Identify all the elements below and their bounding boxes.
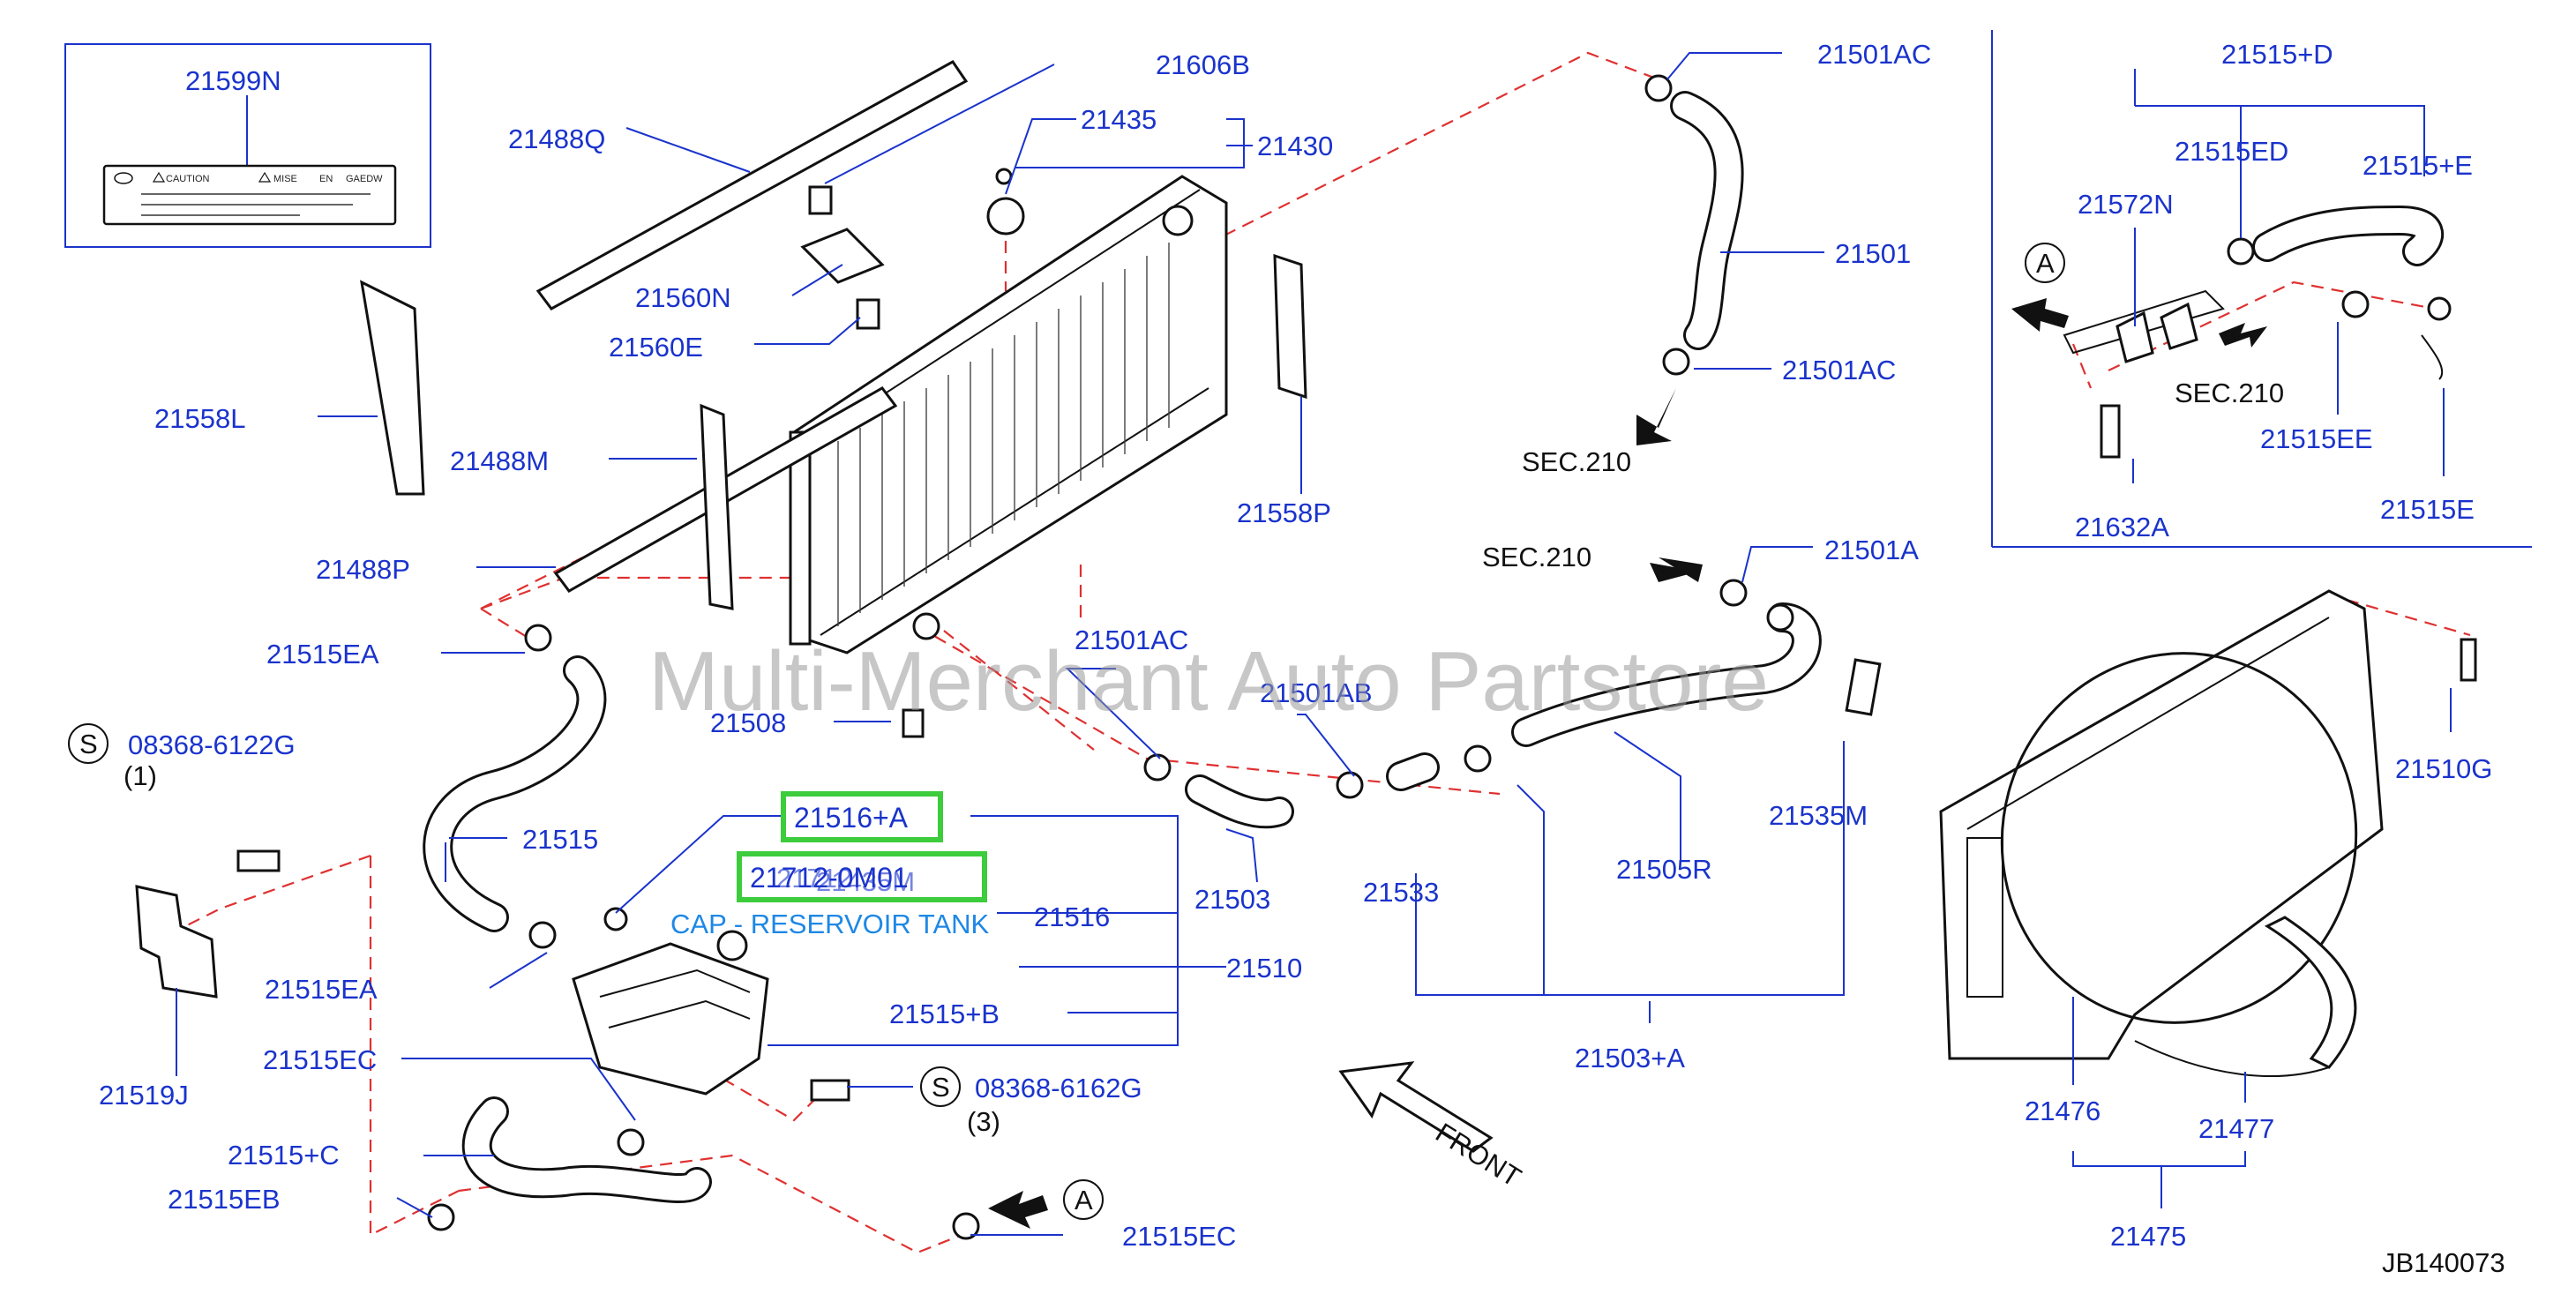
leader-lines [176,52,2452,1236]
reservoir-cap-caption: CAP - RESERVOIR TANK [670,909,990,939]
label-21501AC-low: 21501AC [1075,625,1188,655]
label-21488M: 21488M [450,445,549,476]
label-21515EA-low: 21515EA [265,974,378,1005]
label-21515EE: 21515EE [2260,423,2373,454]
highlight-label-21516A: 21516+A [794,802,909,834]
label-21519J: 21519J [99,1080,189,1111]
label-21515C: 21515+C [228,1140,340,1171]
label-21515ED: 21515ED [2175,136,2288,167]
highlight-box-21712 [737,851,987,902]
plate-caution-text: CAUTION [166,174,210,184]
label-21572N: 21572N [2078,189,2174,220]
label-21515E: 21515E [2380,494,2475,525]
hose-inset-panel [1991,30,2532,548]
label-front: FRONT [1430,1117,1526,1193]
mounting-bracket [135,885,218,999]
label-21508: 21508 [710,707,786,738]
part-labels: 21606B 21488Q 21435 21430 21560N 21560E … [99,39,2505,1278]
inset-hoses [2063,206,2444,459]
plate-mise-text: MISE [273,174,297,184]
label-21558P: 21558P [1237,497,1331,528]
label-21435: 21435 [1081,104,1157,135]
label-21712: 21712 [776,863,852,894]
radiator-cap-and-brackets [800,168,1025,738]
label-21477: 21477 [2198,1113,2274,1144]
highlight-label-21712: 21712-0M01 [750,862,909,894]
circle-a-bottom: A [1075,1185,1093,1216]
plate-en-text: EN [319,174,333,184]
label-21501AC-top: 21501AC [1817,39,1931,70]
label-21535M: 21535M [1769,800,1868,831]
label-21606B: 21606B [1156,49,1250,80]
label-21515EA-top: 21515EA [266,639,379,669]
radiator-seals [360,60,1307,610]
label-sec210-left: SEC.210 [1482,542,1591,572]
label-21488Q: 21488Q [508,123,605,154]
circle-markers: A A S S [68,243,2065,1220]
label-21515EC-mid: 21515EC [263,1044,377,1075]
label-21510: 21510 [1226,953,1302,984]
highlighted-parts: 21516+A 21712-0M01 21712 21435M CAP - RE… [670,791,990,939]
label-qty-1: (1) [124,760,157,791]
label-21501: 21501 [1835,238,1911,269]
direction-arrows [988,298,2267,1229]
label-21503: 21503 [1194,884,1270,915]
label-21510G: 21510G [2395,753,2492,784]
label-21430: 21430 [1257,131,1333,161]
circle-a-inset: A [2036,248,2055,279]
label-21505R: 21505R [1616,854,1712,885]
label-21435M: 21435M [816,866,915,897]
label-21560N: 21560N [635,282,731,313]
label-21516: 21516 [1034,901,1110,932]
label-21515E-plus: 21515+E [2363,150,2473,181]
label-qty-3: (3) [967,1106,1000,1137]
highlight-box-21516A [781,791,943,842]
label-21560E: 21560E [609,332,703,363]
reservoir-tank [236,849,850,1102]
label-21515D: 21515+D [2221,39,2333,70]
label-21599N: 21599N [185,65,281,96]
label-21533: 21533 [1363,877,1439,908]
label-plate-panel: CAUTION MISE EN GAEDW 21599N [64,43,431,248]
label-21558L: 21558L [154,403,245,434]
plate-gaedw-text: GAEDW [346,174,383,184]
label-21501A: 21501A [1824,535,1919,565]
label-21501AB: 21501AB [1260,677,1373,708]
label-08368-6162G: 08368-6162G [975,1073,1142,1103]
radiator-assembly [789,175,1228,654]
circle-s-left: S [79,729,98,759]
label-21515EC-low: 21515EC [1122,1221,1236,1252]
label-08368-6122G: 08368-6122G [128,729,296,760]
label-21632A: 21632A [2075,512,2169,542]
hose-clamps [427,74,2452,1240]
radiator-hoses [423,91,1882,1203]
label-sec210-mid: SEC.210 [1522,446,1631,477]
label-sec210-inset: SEC.210 [2175,378,2284,408]
label-21515: 21515 [522,824,598,855]
fan-shroud [1939,589,2477,1077]
circle-s-mid: S [932,1072,950,1103]
label-21475: 21475 [2110,1221,2186,1252]
watermark-text: Multi-Merchant Auto Partstore [648,634,1769,729]
label-21476: 21476 [2025,1096,2100,1126]
label-21501AC-mid: 21501AC [1782,355,1896,385]
label-21515B: 21515+B [889,999,1000,1029]
label-21503A: 21503+A [1575,1043,1685,1073]
front-direction-arrow [1338,1061,1494,1153]
label-jb140073: JB140073 [2382,1247,2505,1278]
label-21488P: 21488P [316,554,410,585]
label-21515EB: 21515EB [168,1184,281,1215]
